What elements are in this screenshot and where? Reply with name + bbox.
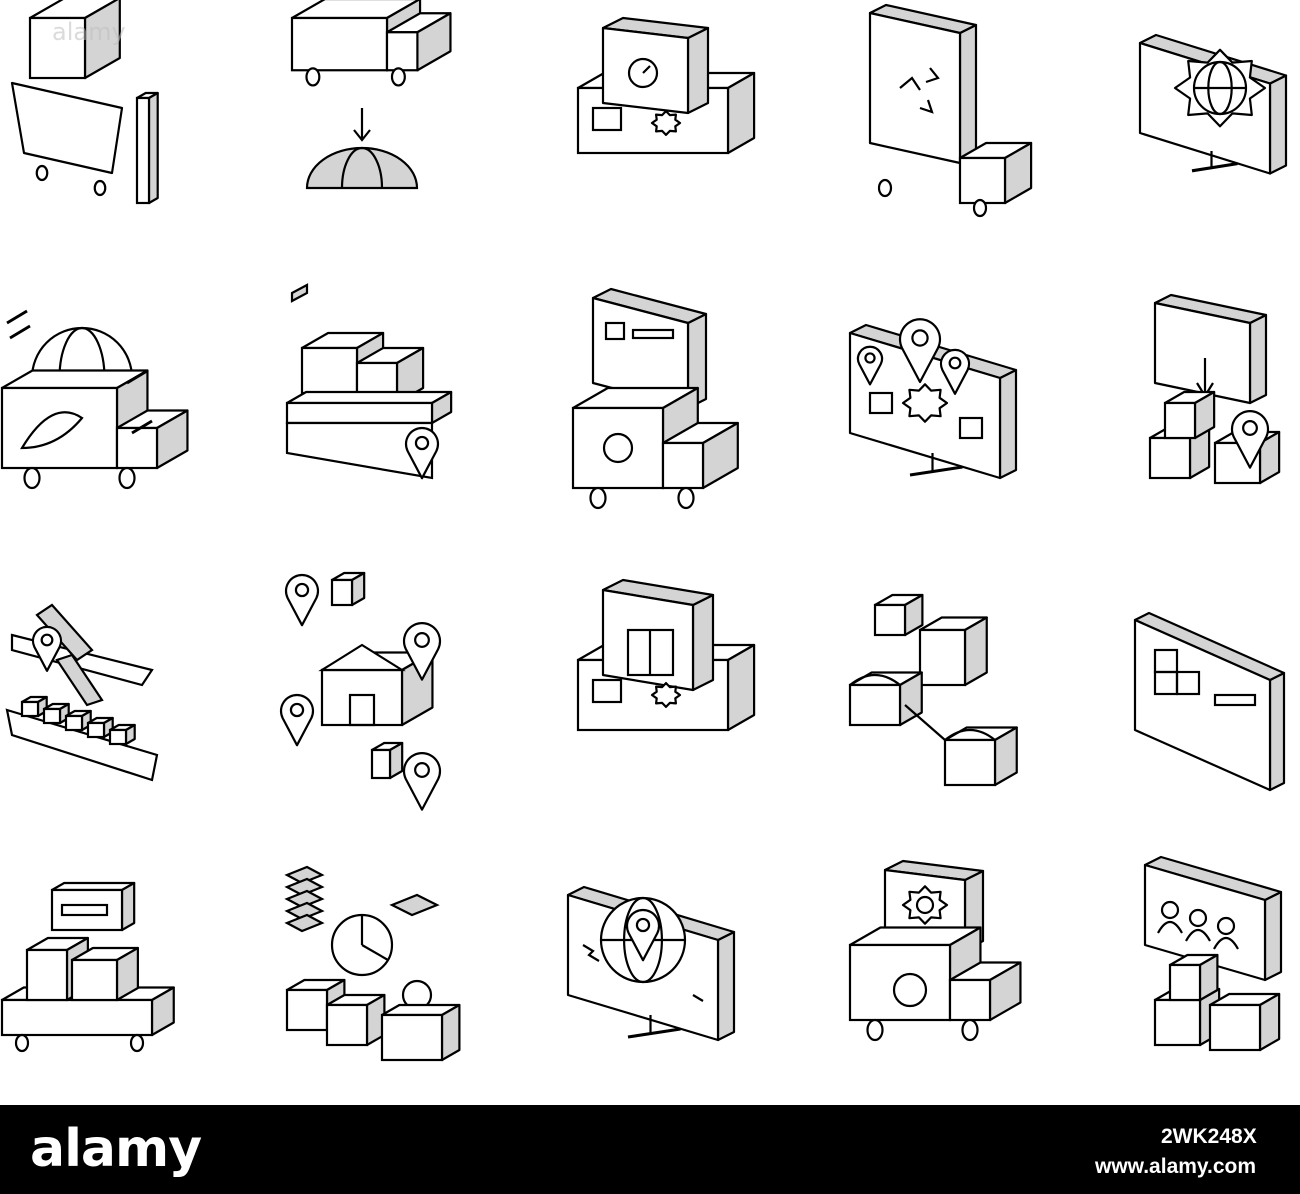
boxes-on-pallet-scale-icon (0, 881, 175, 1053)
image-id-label: 2WK248X (1161, 1125, 1257, 1148)
icon-set-canvas: alamy (0, 0, 1288, 1062)
delivery-van-settings-icon (848, 859, 1022, 1042)
monitor-globe-location-icon (566, 885, 736, 1042)
watermark-text: alamy (52, 18, 126, 46)
stores-box-exchange-icon (848, 593, 1018, 787)
folder-with-boxes-icon (1133, 611, 1286, 792)
icon-grid (0, 0, 1288, 1062)
warehouse-building-icon (576, 578, 756, 732)
warehouse-network-pins-icon (279, 571, 442, 811)
monitor-map-pins-gear-icon (848, 318, 1018, 480)
analytics-with-worker-icon (284, 865, 461, 1062)
eco-delivery-van-icon (0, 309, 189, 490)
warehouse-to-boxes-pin-icon (1148, 293, 1281, 485)
footer-bar: alamy 2WK248X www.alamy.com (0, 1105, 1300, 1194)
site-url-label: www.alamy.com (1095, 1155, 1257, 1178)
warehouse-timer-icon (576, 16, 756, 155)
brand-logo: alamy (30, 1119, 202, 1179)
delivery-van-timer-icon (571, 287, 739, 510)
truck-unloading-to-dome-icon (290, 0, 452, 190)
team-boxes-board-icon (1143, 855, 1283, 1052)
shopping-cart-with-box-icon (10, 0, 159, 205)
boxes-on-cart-with-pin-icon (285, 283, 453, 480)
recycling-truck-icon (868, 3, 1033, 218)
globe-gear-monitor-icon (1138, 33, 1288, 175)
plane-ship-transport-icon (5, 603, 159, 782)
